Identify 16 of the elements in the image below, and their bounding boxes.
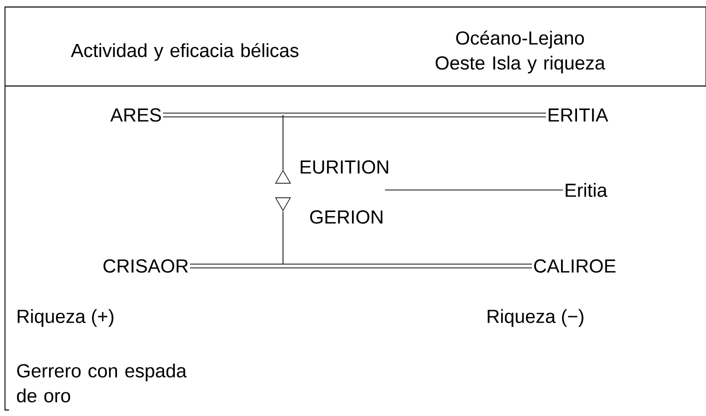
marriage-line <box>190 264 532 268</box>
marriage-line <box>163 112 546 118</box>
descent-line <box>282 114 284 170</box>
text-label: Océano-Lejano Oeste Isla y riqueza <box>436 30 606 74</box>
descent-line <box>282 210 284 264</box>
text-label: Actividad y eficacia bélicas <box>70 43 298 61</box>
name-label: ARES <box>110 108 161 122</box>
name-label: Eritia <box>566 183 608 197</box>
name-label: CRISAOR <box>104 259 188 273</box>
name-label: GERION <box>310 210 382 224</box>
text-label: Gerrero con espada de oro <box>17 364 187 402</box>
name-label: ERITIA <box>548 108 608 122</box>
text-label: Riqueza (−) <box>488 309 584 327</box>
text-label: Riqueza (+) <box>18 309 114 327</box>
name-label: CALIROE <box>534 259 616 273</box>
name-label: EURITION <box>300 160 388 174</box>
